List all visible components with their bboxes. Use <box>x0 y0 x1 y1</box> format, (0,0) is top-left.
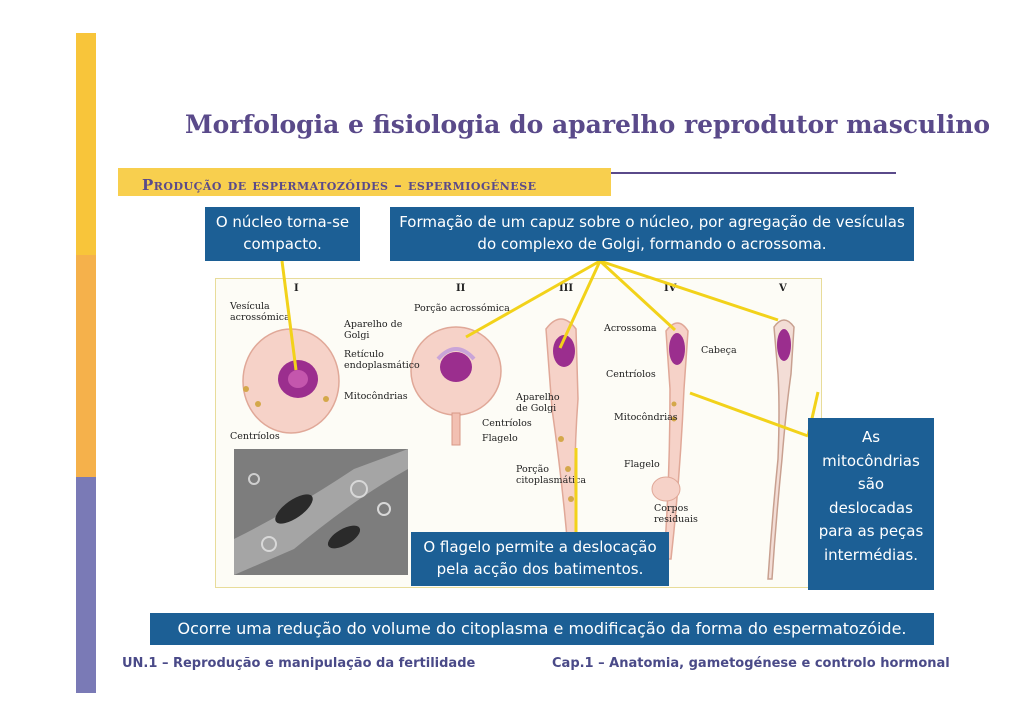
callout-summary: Ocorre uma redução do volume do citoplas… <box>150 613 934 645</box>
pointer-mitochondria-1 <box>690 393 808 436</box>
pointer-acrosome-3 <box>600 261 675 330</box>
callout-flagellum: O flagelo permite a deslocação pela acçã… <box>411 532 669 586</box>
callout-acrosome: Formação de um capuz sobre o núcleo, por… <box>390 207 914 261</box>
callout-mitochondria: As mitocôndrias são deslocadas para as p… <box>808 418 934 590</box>
footer-chapter: Cap.1 – Anatomia, gametogénese e control… <box>552 656 950 671</box>
pointer-acrosome-4 <box>600 261 778 320</box>
callout-nucleus: O núcleo torna-se compacto. <box>205 207 360 261</box>
pointer-acrosome-1 <box>466 261 600 337</box>
pointer-nucleus <box>282 261 296 370</box>
footer-unit: UN.1 – Reprodução e manipulação da ferti… <box>122 656 475 671</box>
